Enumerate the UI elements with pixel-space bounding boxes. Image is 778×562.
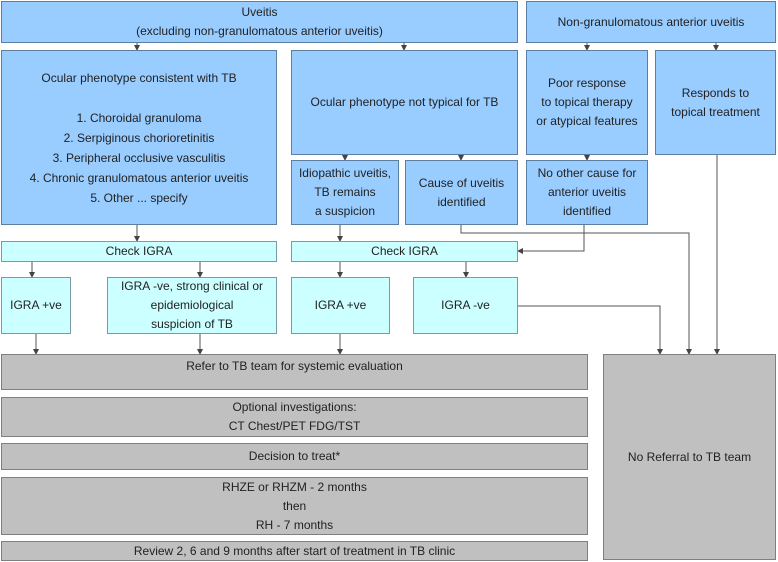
idiopathic-box: Idiopathic uveitis, TB remains a suspici…: [291, 160, 399, 225]
label: Ocular phenotype consistent with TB: [41, 70, 237, 85]
list-item: 2. Serpiginous chorioretinitis: [63, 130, 215, 145]
label: Ocular phenotype not typical for TB: [310, 95, 499, 109]
label: Check IGRA: [105, 244, 173, 258]
label: topical treatment: [671, 104, 760, 119]
label: or atypical features: [536, 114, 638, 128]
igra-positive-left-box: IGRA +ve: [1, 277, 71, 334]
label: TB remains: [314, 185, 376, 199]
label: RH - 7 months: [255, 517, 334, 532]
poor-response-box: Poor response to topical therapy or atyp…: [526, 50, 648, 155]
label: Uveitis: [241, 5, 278, 19]
label: Idiopathic uveitis,: [298, 166, 392, 180]
optional-investigations-box: Optional investigations: CT Chest/PET FD…: [1, 397, 588, 437]
check-igra-right-box: Check IGRA: [291, 241, 518, 262]
label: IGRA +ve: [314, 298, 367, 312]
label: Review 2, 6 and 9 months after start of …: [133, 543, 456, 558]
label: IGRA -ve: [441, 298, 490, 312]
check-igra-left-box: Check IGRA: [1, 241, 277, 262]
label: Check IGRA: [371, 244, 438, 258]
arrow: [460, 225, 692, 355]
label: No Referral to TB team: [627, 449, 752, 464]
label: Cause of uveitis: [418, 175, 505, 190]
label: CT Chest/PET FDG/TST: [228, 419, 361, 433]
label: Refer to TB team for systemic evaluation: [186, 359, 403, 373]
phenotype-not-tb-box: Ocular phenotype not typical for TB: [291, 50, 518, 155]
label: Optional investigations:: [232, 400, 357, 414]
label: (excluding non-granulomatous anterior uv…: [136, 24, 383, 38]
treatment-regimen-box: RHZE or RHZM - 2 months then RH - 7 mont…: [1, 477, 588, 535]
igra-negative-box: IGRA -ve: [413, 277, 518, 334]
non-granulomatous-box: Non-granulomatous anterior uveitis: [526, 1, 776, 43]
arrow: [518, 305, 663, 355]
label: RHZE or RHZM - 2 months: [222, 479, 367, 494]
igra-negative-strong-suspicion-box: IGRA -ve, strong clinical or epidemiolog…: [107, 277, 277, 334]
list-item: 5. Other ... specify: [90, 190, 188, 205]
responds-box: Responds to topical treatment: [655, 50, 776, 155]
decision-to-treat-box: Decision to treat*: [1, 443, 588, 470]
phenotype-tb-box: Ocular phenotype consistent with TB 1. C…: [1, 50, 277, 225]
label: identified: [562, 204, 612, 218]
label: epidemiological: [150, 298, 234, 312]
label: a suspicion: [314, 204, 376, 218]
label: Poor response: [547, 76, 627, 90]
no-referral-box: No Referral to TB team: [603, 354, 776, 560]
label: suspicion of TB: [151, 317, 233, 331]
label: anterior uveitis: [547, 185, 627, 199]
label: Decision to treat*: [248, 449, 341, 463]
list-item: 4. Chronic granulomatous anterior uveiti…: [29, 170, 249, 185]
no-other-cause-box: No other cause for anterior uveitis iden…: [526, 160, 648, 225]
list-item: 1. Choroidal granuloma: [76, 110, 202, 125]
label: Responds to: [681, 85, 750, 100]
arrow: [517, 225, 585, 254]
igra-positive-right-box: IGRA +ve: [291, 277, 390, 334]
review-box: Review 2, 6 and 9 months after start of …: [1, 541, 588, 561]
refer-tb-team-box: Refer to TB team for systemic evaluation: [1, 354, 588, 390]
label: to topical therapy: [541, 95, 633, 109]
label: No other cause for: [537, 166, 637, 180]
cause-identified-box: Cause of uveitis identified: [405, 160, 518, 225]
label: Non-granulomatous anterior uveitis: [557, 14, 745, 29]
label: identified: [437, 194, 486, 209]
label: IGRA +ve: [10, 298, 62, 312]
list-item: 3. Peripheral occlusive vasculitis: [52, 150, 226, 165]
label: then: [282, 498, 307, 513]
uveitis-box: Uveitis (excluding non-granulomatous ant…: [1, 1, 518, 43]
label: IGRA -ve, strong clinical or: [120, 279, 264, 293]
